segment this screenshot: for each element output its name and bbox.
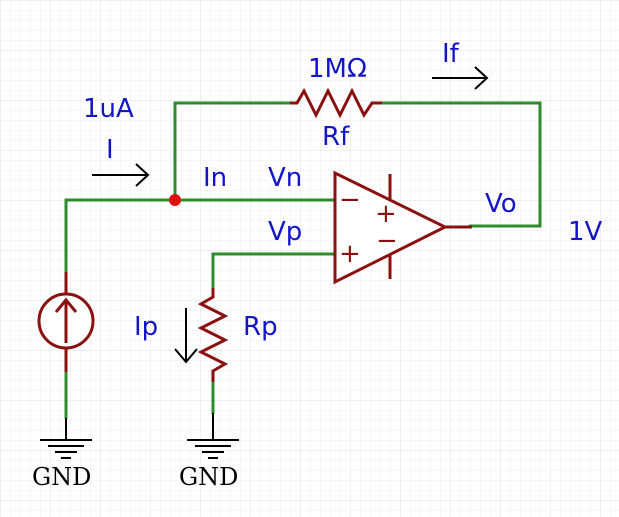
- source-current-label: 1uA: [83, 94, 134, 124]
- arrow-ip: [174, 308, 198, 364]
- junction-dot: [169, 194, 181, 206]
- current-source: [37, 272, 95, 372]
- opamp-supply-minus-sign: −: [376, 226, 398, 256]
- feedback-wire-right: [378, 101, 542, 228]
- ground-label-right: GND: [179, 463, 238, 491]
- node-vn-label: Vn: [268, 163, 302, 193]
- resistor-rp: [197, 288, 229, 382]
- ground-symbol-left: [40, 418, 92, 459]
- ground-symbol-right: [187, 413, 239, 459]
- node-vo-label: Vo: [485, 189, 517, 219]
- resistor-rf: [290, 87, 382, 119]
- opamp-inverting-sign: −: [339, 185, 361, 215]
- opamp-supply-plus-sign: +: [375, 199, 397, 229]
- rf-value-label: 1MΩ: [308, 54, 367, 84]
- rp-label: Rp: [243, 312, 278, 342]
- feedback-wire-left: [173, 101, 295, 202]
- ground-label-left: GND: [32, 463, 91, 491]
- arrow-i: [92, 163, 150, 187]
- current-in-label: In: [203, 163, 227, 193]
- inverting-input-wire: [64, 198, 337, 277]
- current-i-label: I: [106, 135, 114, 165]
- vout-value-label: 1V: [568, 217, 603, 247]
- wires: [64, 101, 542, 420]
- current-if-label: If: [442, 39, 460, 69]
- noninverting-input-wire: [211, 252, 337, 292]
- opamp-noninverting-sign: +: [339, 239, 361, 269]
- opamp: [333, 170, 472, 285]
- rf-label: Rf: [322, 122, 350, 152]
- arrow-if: [432, 66, 489, 90]
- current-ip-label: Ip: [134, 312, 158, 342]
- node-vp-label: Vp: [268, 217, 302, 247]
